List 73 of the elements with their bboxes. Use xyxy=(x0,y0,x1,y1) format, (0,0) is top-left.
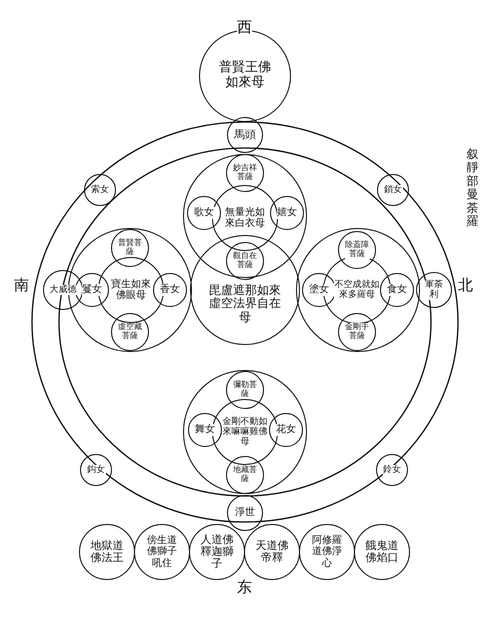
deity-name: 彌勒菩薩 xyxy=(232,381,258,399)
deity-circle xyxy=(376,454,408,486)
deity-circle xyxy=(416,272,452,308)
direction-label: 西 xyxy=(237,18,252,37)
deity-circle xyxy=(226,154,264,192)
group-circle xyxy=(183,370,307,494)
deity-name: 軍荼利 xyxy=(424,280,444,300)
direction-label: 南 xyxy=(14,276,29,295)
deity-name: 香女 xyxy=(160,284,180,296)
deity-name: 索女 xyxy=(90,184,110,196)
deity-circle xyxy=(354,524,410,580)
deity-name: 妙吉祥菩薩 xyxy=(232,164,258,182)
deity-circle xyxy=(79,524,135,580)
deity-name: 除蓋障菩薩 xyxy=(344,241,370,259)
deity-name: 普賢王佛如來母 xyxy=(218,61,272,91)
deity-name: 人道佛釋迦獅子 xyxy=(200,534,234,570)
deity-name: 鎖女 xyxy=(384,184,402,196)
deity-circle xyxy=(226,242,264,280)
deity-circle xyxy=(43,270,83,310)
deity-name: 餓鬼道佛焰口 xyxy=(365,540,399,564)
direction-label: 北 xyxy=(458,276,473,295)
deity-circle xyxy=(269,413,303,447)
deity-name: 阿修羅道佛淨心 xyxy=(312,535,342,569)
deity-name: 寶生如來佛眼母 xyxy=(110,278,152,302)
deity-circle xyxy=(270,196,304,230)
deity-name: 毘盧遮那如來虛空法界自在母 xyxy=(208,284,282,324)
deity-name: 食女 xyxy=(386,284,408,296)
deity-name: 嬉女 xyxy=(276,207,298,219)
deity-name: 不空成就如來多羅母 xyxy=(334,280,380,300)
deity-name: 普賢菩薩 xyxy=(118,239,142,257)
deity-name: 舞女 xyxy=(194,424,216,436)
deity-circle xyxy=(134,524,190,580)
direction-label: 东 xyxy=(237,578,252,597)
deity-name: 無量光如來白衣母 xyxy=(224,206,266,230)
deity-name: 花女 xyxy=(276,424,296,436)
title: 叙靜部曼荼羅 xyxy=(466,148,479,229)
deity-name: 地獄道佛法王 xyxy=(90,540,124,564)
deity-circle xyxy=(84,174,116,206)
deity-circle xyxy=(111,229,149,267)
deity-name: 馬頭 xyxy=(234,128,256,142)
deity-circle xyxy=(187,196,221,230)
deity-circle xyxy=(190,235,300,345)
deity-circle xyxy=(227,495,263,531)
group-circle xyxy=(296,228,420,352)
deity-circle xyxy=(377,174,409,206)
deity-circle xyxy=(75,273,109,307)
deity-circle xyxy=(244,524,300,580)
deity-circle xyxy=(226,456,264,494)
deity-name: 淨世 xyxy=(234,507,256,519)
deity-name: 鈎女 xyxy=(86,464,106,476)
deity-name: 地藏菩薩 xyxy=(232,466,258,484)
deity-circle xyxy=(212,185,278,251)
deity-circle xyxy=(80,454,112,486)
deity-name: 鬘女 xyxy=(82,284,102,296)
deity-circle xyxy=(153,273,187,307)
deity-circle xyxy=(299,524,355,580)
deity-circle xyxy=(226,371,264,409)
deity-circle xyxy=(380,273,414,307)
group-circle xyxy=(68,228,192,352)
deity-name: 歌女 xyxy=(194,207,214,219)
deity-circle xyxy=(227,117,263,153)
deity-name: 虛空藏菩薩 xyxy=(118,323,142,341)
deity-circle xyxy=(338,313,376,351)
deity-circle xyxy=(189,524,245,580)
deity-name: 金剛不動如來嘛嘛雞佛母 xyxy=(222,416,268,448)
deity-name: 傍生道佛獅子吼住 xyxy=(146,535,178,569)
deity-name: 塗女 xyxy=(308,284,330,296)
deity-name: 鈴女 xyxy=(382,464,402,476)
deity-name: 大威德 xyxy=(49,284,77,296)
deity-name: 天道佛帝釋 xyxy=(255,540,289,564)
deity-circle xyxy=(111,313,149,351)
deity-circle xyxy=(338,231,376,269)
deity-name: 觀自在菩薩 xyxy=(232,252,258,270)
